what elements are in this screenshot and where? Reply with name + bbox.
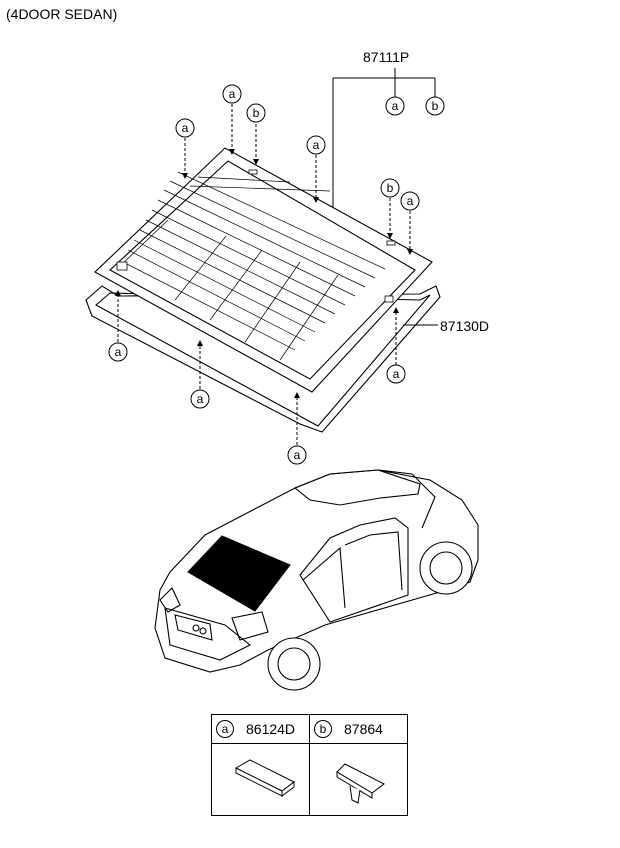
leader-lines-87111p — [332, 68, 436, 212]
callout-a: a — [197, 392, 204, 406]
callout-b: b — [432, 99, 439, 113]
legend-cell-a: a 86124D — [212, 715, 310, 815]
rear-glass-molding — [85, 285, 441, 433]
rear-window-highlight — [187, 535, 291, 612]
callout-a: a — [182, 121, 189, 135]
legend-cell-b: b 87864 — [310, 715, 407, 815]
diagram-subtitle: (4DOOR SEDAN) — [6, 6, 118, 22]
part-87864-sketch — [336, 763, 385, 804]
sedan-car-illustration — [154, 469, 479, 691]
legend-header-a: a 86124D — [212, 715, 309, 744]
legend-letter-a: a — [216, 720, 234, 738]
legend-part-number-a: 86124D — [246, 721, 296, 737]
part-86124d-sketch — [234, 759, 295, 797]
callout-a: a — [313, 138, 320, 152]
callout-a: a — [407, 194, 414, 208]
callout-a: a — [115, 345, 122, 359]
glass-clips — [116, 169, 396, 303]
parts-legend-table: a 86124D b 87864 — [211, 714, 408, 816]
callout-b: b — [253, 106, 260, 120]
callout-labels: a b a a b a b a a a a a — [115, 87, 439, 462]
callout-b: b — [387, 181, 394, 195]
defroster-grid — [117, 171, 386, 361]
rear-glass-panel — [94, 147, 433, 393]
callout-circles — [108, 84, 445, 465]
legend-part-number-b: 87864 — [344, 721, 383, 737]
callout-arrows — [115, 104, 413, 445]
legend-header-b: b 87864 — [310, 715, 407, 744]
legend-letter-b: b — [314, 720, 332, 738]
part-number-molding: 87130D — [440, 318, 490, 334]
callout-a: a — [294, 448, 301, 462]
part-number-glass-assy: 87111P — [363, 49, 410, 65]
callout-a: a — [229, 87, 236, 101]
callout-a: a — [392, 99, 399, 113]
callout-a: a — [393, 367, 400, 381]
